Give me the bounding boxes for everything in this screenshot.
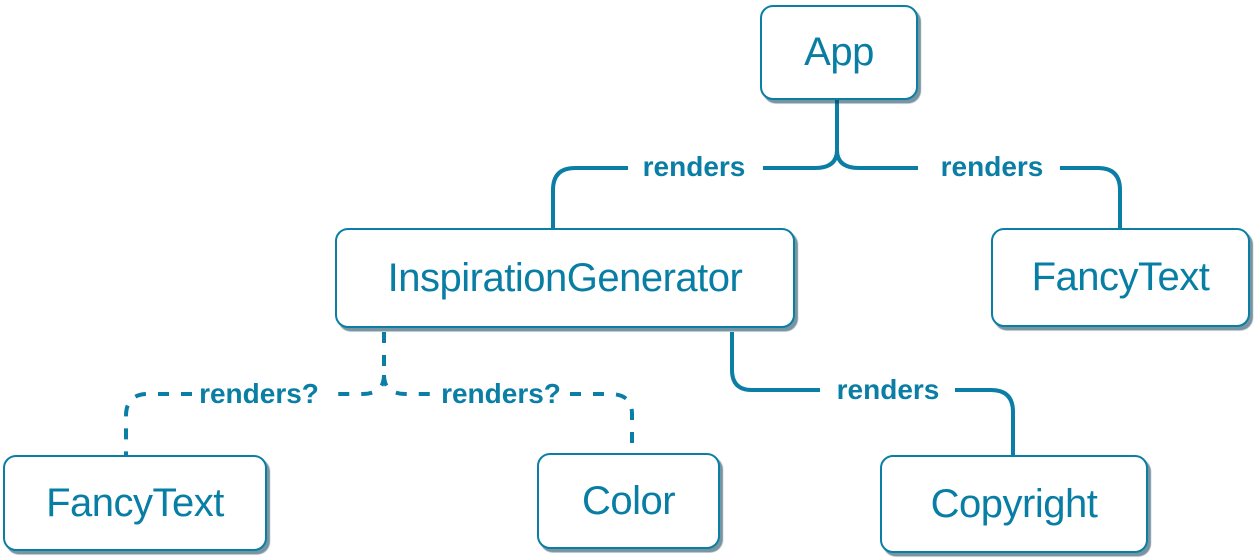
edge-ig-color-tail <box>570 392 634 453</box>
node-color: Color <box>537 453 720 549</box>
edge-label-renders-ig-copyright: renders <box>836 374 940 405</box>
edge-ig-copyright-tail <box>955 388 1015 455</box>
edge-ig-fancytext <box>332 374 386 396</box>
edge-app-fancytext <box>835 100 918 170</box>
node-fancy-text-top: FancyText <box>991 228 1250 327</box>
node-fancy-text-bottom: FancyText <box>3 455 267 551</box>
node-fancy-text-top-label: FancyText <box>1031 255 1210 299</box>
node-copyright-label: Copyright <box>930 481 1098 526</box>
edge-ig-fancytext-tail <box>124 392 192 455</box>
node-inspiration-generator: InspirationGenerator <box>335 228 795 328</box>
node-fancy-text-bottom-label: FancyText <box>46 480 224 525</box>
edge-ig-color <box>382 374 434 396</box>
edge-label-renders-ig-color: renders? <box>441 378 561 409</box>
edge-app-fancytext-tail <box>1060 166 1122 228</box>
edge-app-inspirationgenerator-tail <box>551 166 628 228</box>
node-color-label: Color <box>581 478 676 523</box>
node-inspiration-generator-label: InspirationGenerator <box>387 255 743 300</box>
node-copyright: Copyright <box>880 455 1148 553</box>
node-app: App <box>760 5 918 100</box>
edge-app-inspirationgenerator <box>763 100 839 170</box>
node-app-label: App <box>804 30 874 74</box>
edge-ig-copyright <box>730 332 820 392</box>
edge-label-renders-app-fancytext: renders <box>940 151 1044 182</box>
edge-label-renders-app-ig: renders <box>642 151 746 182</box>
edge-label-renders-ig-fancytext: renders? <box>199 378 319 409</box>
